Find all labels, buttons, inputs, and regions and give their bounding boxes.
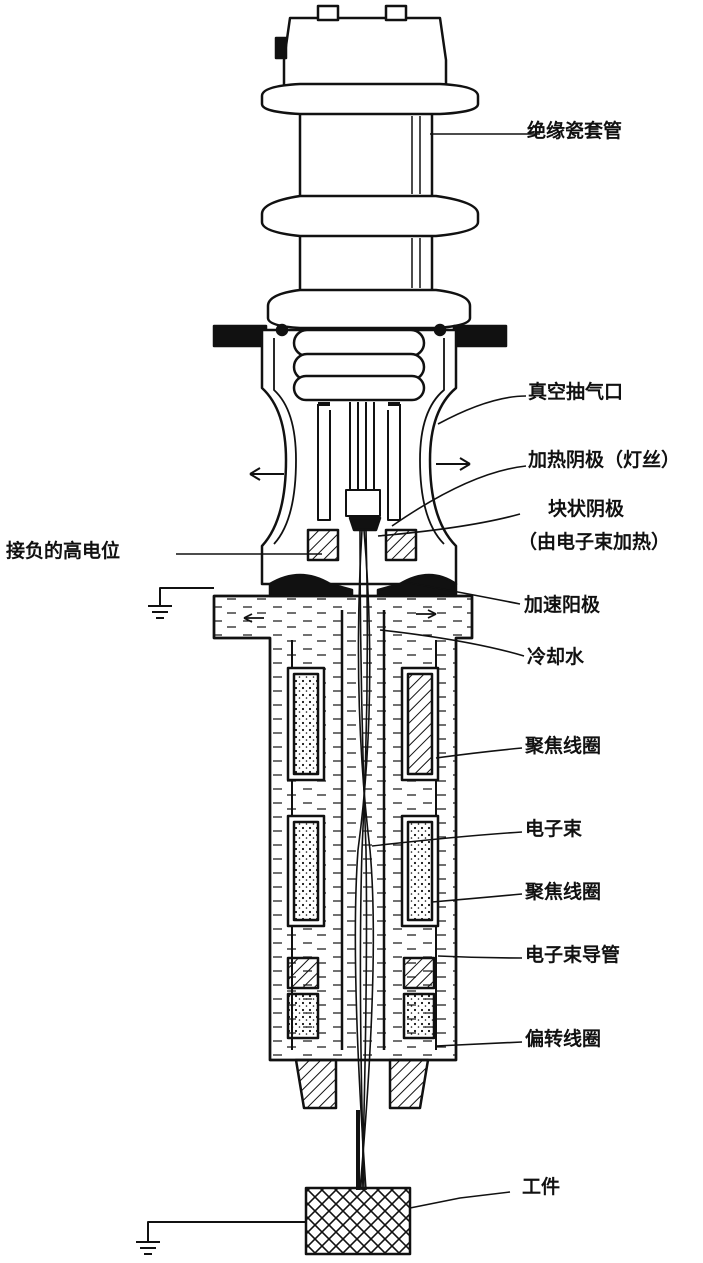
- electron-beam-path: [354, 529, 375, 1191]
- label-vacuum-pump-port: 真空抽气口: [528, 381, 624, 403]
- label-deflection-coil: 偏转线圈: [525, 1028, 602, 1050]
- ground-symbols: [136, 587, 306, 1255]
- label-block-cathode-note: （由电子束加热）: [518, 531, 671, 553]
- label-block-cathode: 块状阴极: [548, 498, 625, 520]
- label-electron-beam: 电子束: [525, 818, 583, 840]
- label-negative-high-potential: 接负的高电位: [6, 540, 121, 562]
- label-accelerating-anode: 加速阳极: [524, 594, 601, 616]
- label-cooling-water: 冷却水: [527, 646, 585, 668]
- insulating-porcelain-sleeve: [260, 4, 480, 330]
- vacuum-housing: [212, 323, 508, 598]
- label-workpiece: 工件: [522, 1176, 561, 1198]
- label-focusing-coil-upper: 聚焦线圈: [525, 735, 602, 757]
- label-electron-beam-guide-tube: 电子束导管: [525, 944, 621, 966]
- leader-lines: [176, 133, 540, 1209]
- beam-column: [212, 594, 474, 1110]
- workpiece-block: [304, 1186, 412, 1256]
- label-insulating-porcelain-sleeve: 绝缘瓷套管: [527, 120, 623, 142]
- label-heated-cathode-filament: 加热阴极（灯丝）: [528, 449, 681, 471]
- label-focusing-coil-lower: 聚焦线圈: [525, 881, 602, 903]
